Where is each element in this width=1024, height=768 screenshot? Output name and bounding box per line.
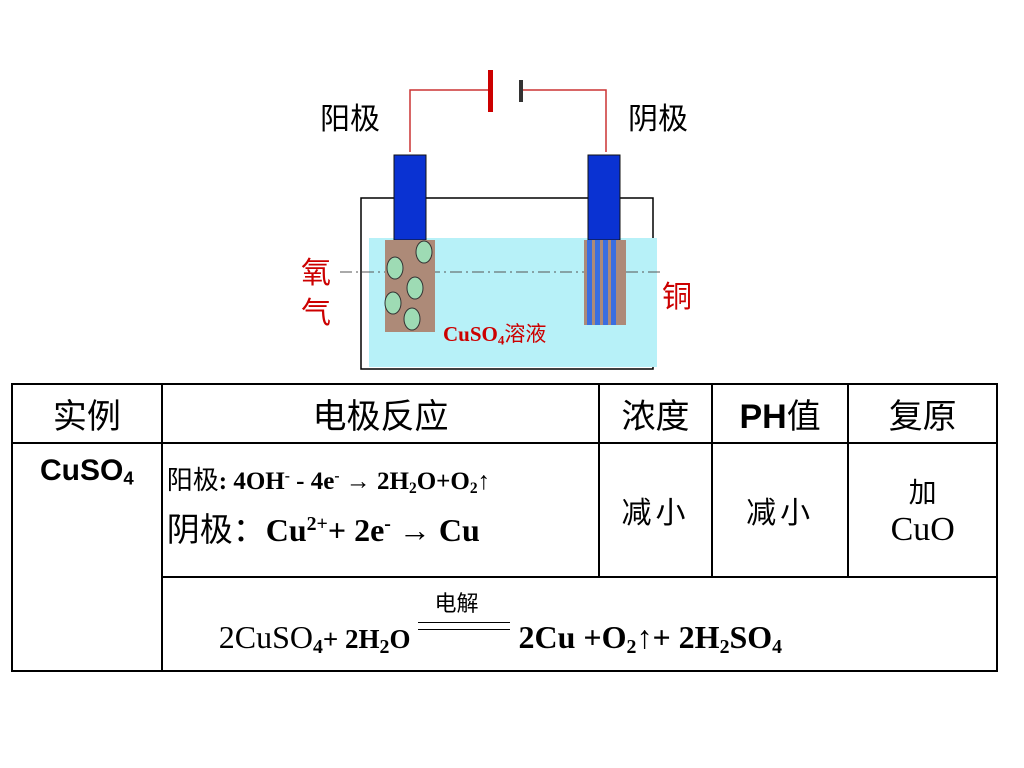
oxygen-bubble <box>403 307 421 331</box>
cathode-term-2-sup: - <box>384 513 391 536</box>
overall-term-1-sub: 4 <box>312 635 323 658</box>
anode-term-3: → 2H <box>339 468 409 495</box>
electrolysis-apparatus <box>340 70 662 370</box>
concentration-cell: 减小 <box>598 442 713 578</box>
oxygen-bubble <box>386 256 404 280</box>
header-row: 实例 电极反应 浓度 PH值 复原 <box>11 383 998 444</box>
anode-reaction-label: 阳极 <box>166 466 219 496</box>
anode-reaction: 阳极: 4OH- - 4e- → 2H2O+O2↑ <box>167 460 598 497</box>
cathode-term-3: → Cu <box>390 512 480 548</box>
battery-short-plate <box>519 80 523 102</box>
overall-term-1: 2CuSO <box>218 619 313 655</box>
overall-term-5: ↑+ 2H <box>636 619 720 655</box>
anode-term-5: ↑ <box>477 468 491 495</box>
header-example: 实例 <box>11 383 163 444</box>
overall-row: 2CuSO4+ 2H2O 电解 2Cu +O2↑+ 2H2SO4 <box>12 576 999 672</box>
copper-stripe <box>595 240 600 325</box>
anode-term-2-sup: - <box>334 467 340 485</box>
overall-term-6: SO <box>729 619 773 655</box>
header-ph: PH值 <box>710 383 850 444</box>
example-formula-sub: 4 <box>123 467 134 489</box>
restore-line-1: 加 <box>908 476 937 509</box>
copper-stripe <box>611 240 616 325</box>
overall-term-6-sub: 4 <box>772 635 783 658</box>
overall-term-4: 2Cu +O <box>518 619 627 655</box>
solution-label: CuSO4溶液 <box>443 318 546 348</box>
solution-word: 溶液 <box>504 322 547 346</box>
cathode-label: 阴极 <box>628 102 688 137</box>
cathode-reaction: 阴极：Cu2++ 2e- → Cu <box>167 503 598 551</box>
overall-equation-cell: 2CuSO4+ 2H2O 电解 2Cu +O2↑+ 2H2SO4 <box>160 576 999 672</box>
electrolysis-condition-label: 电解 <box>434 592 479 617</box>
header-ph-text: PH <box>739 398 787 436</box>
anode-term-1-sup: - <box>284 467 290 485</box>
overall-term-4-sub: 2 <box>626 635 637 658</box>
copper-stripe <box>603 240 608 325</box>
cathode-term-1-sup: 2+ <box>306 513 328 536</box>
anode-term-2: - 4e <box>289 468 335 495</box>
cathode-top <box>587 154 621 241</box>
reaction-row: CuSO4 阳极: 4OH- - 4e- → 2H2O+O2↑ 阴极：Cu2++… <box>11 442 998 672</box>
header-concentration: 浓度 <box>598 383 713 444</box>
cathode-term-2: + 2e <box>327 512 385 548</box>
electrode-reaction-cell: 阳极: 4OH- - 4e- → 2H2O+O2↑ 阴极：Cu2++ 2e- →… <box>160 442 601 578</box>
example-formula: CuSO <box>40 454 124 487</box>
anode-wire <box>409 89 490 152</box>
solution-formula-sub: 4 <box>497 332 505 348</box>
overall-term-5-sub: 2 <box>719 635 730 658</box>
battery-long-plate <box>488 70 493 112</box>
anode-term-4: O+O <box>416 468 470 495</box>
cathode-reaction-label: 阴极： <box>166 510 266 549</box>
header-ph-suffix: 值 <box>786 397 821 437</box>
header-restore: 复原 <box>847 383 998 444</box>
copper-stripe <box>587 240 592 325</box>
oxygen-label-char1: 氧 <box>301 256 331 291</box>
solution-formula: CuSO <box>443 322 498 346</box>
overall-term-2-sub: 2 <box>379 635 390 658</box>
anode-top <box>393 154 427 241</box>
example-cell: CuSO4 <box>11 442 163 672</box>
oxygen-bubble <box>406 276 424 300</box>
cathode-wire <box>522 89 607 152</box>
overall-equation: 2CuSO4+ 2H2O 电解 2Cu +O2↑+ 2H2SO4 <box>218 592 783 658</box>
anode-term-1: : 4OH <box>218 468 285 495</box>
oxygen-label-char2: 气 <box>301 296 331 331</box>
header-electrode-reaction: 电极反应 <box>160 383 601 444</box>
anode-label: 阳极 <box>320 102 380 137</box>
overall-term-3: O <box>389 624 411 654</box>
overall-term-2: + 2H <box>322 624 380 654</box>
ph-cell: 减小 <box>710 442 850 578</box>
anode-term-4-sub: 2 <box>469 479 478 497</box>
equals-line-bottom <box>418 629 511 630</box>
anode-term-3-sub: 2 <box>408 479 417 497</box>
oxygen-bubble <box>384 291 402 315</box>
reaction-condition: 电解 <box>416 592 512 648</box>
oxygen-bubble <box>415 240 433 264</box>
restore-cell: 加 CuO <box>847 442 998 578</box>
restore-line-2: CuO <box>890 511 955 548</box>
equals-line-top <box>418 622 511 623</box>
electrolysis-table: 实例 电极反应 浓度 PH值 复原 CuSO4 阳极: 4OH- - 4e- →… <box>11 383 999 672</box>
cathode-term-1: Cu <box>265 512 307 548</box>
copper-label: 铜 <box>662 280 692 315</box>
